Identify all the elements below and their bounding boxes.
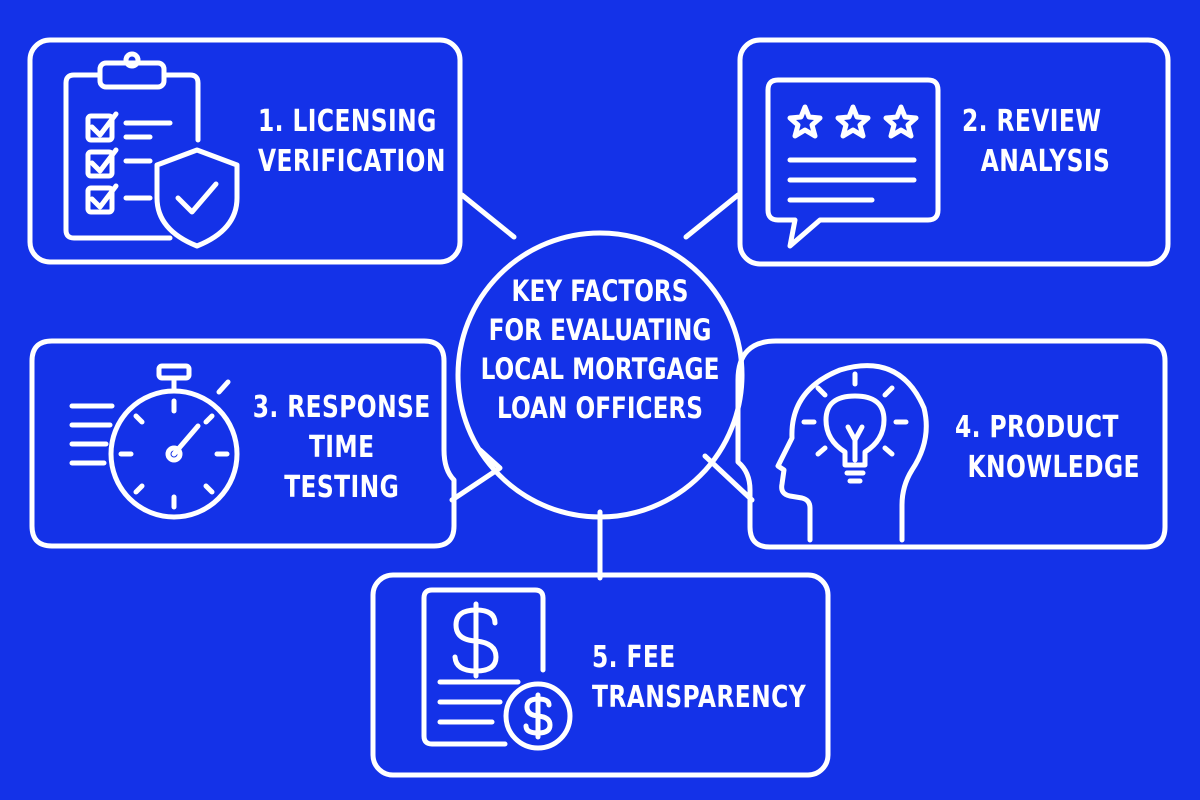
- center-title-line: KEY FACTORS: [511, 274, 689, 308]
- dollar-document-icon: [421, 587, 573, 751]
- factor-box-3: [29, 338, 457, 549]
- factor-box-2: [737, 37, 1171, 267]
- center-title: KEY FACTORS FOR EVALUATING LOCAL MORTGAG…: [472, 272, 728, 428]
- stopwatch-icon: [69, 363, 240, 520]
- factor-label-line: TIME: [308, 430, 375, 465]
- factor-label-line: TRANSPARENCY: [592, 680, 807, 715]
- center-title-line: FOR EVALUATING: [488, 313, 712, 347]
- head-lightbulb-icon: [775, 363, 929, 543]
- center-circle: [455, 230, 745, 520]
- factor-label-line: KNOWLEDGE: [967, 450, 1140, 485]
- factor-box-1: [27, 37, 463, 265]
- star-review-bubble-icon: [765, 77, 941, 249]
- factor-label-line: 5. FEE: [592, 640, 676, 675]
- factor-label-line: ANALYSIS: [980, 144, 1111, 179]
- factor-box-4: [735, 338, 1168, 550]
- connector-2: [683, 192, 741, 240]
- clipboard-shield-icon: [63, 51, 240, 249]
- connector-1: [459, 192, 517, 240]
- factor-box-5: [370, 572, 831, 778]
- factor-label-line: 1. LICENSING: [258, 104, 437, 139]
- factor-label-3: 3. RESPONSE TIME TESTING: [252, 388, 431, 508]
- center-title-line: LOCAL MORTGAGE: [480, 352, 720, 386]
- connector-3: [449, 447, 503, 503]
- factor-label-4: 4. PRODUCT KNOWLEDGE: [955, 408, 1140, 488]
- factor-label-2: 2. REVIEW ANALYSIS: [962, 102, 1110, 182]
- factor-label-1: 1. LICENSING VERIFICATION: [258, 102, 446, 182]
- center-title-line: LOAN OFFICERS: [496, 391, 703, 425]
- factor-label-line: TESTING: [284, 470, 400, 505]
- factor-label-line: 3. RESPONSE: [252, 390, 431, 425]
- factor-label-line: VERIFICATION: [258, 144, 446, 179]
- factor-label-5: 5. FEE TRANSPARENCY: [592, 638, 806, 718]
- factor-label-line: 4. PRODUCT: [955, 410, 1119, 445]
- factor-label-line: 2. REVIEW: [962, 104, 1102, 139]
